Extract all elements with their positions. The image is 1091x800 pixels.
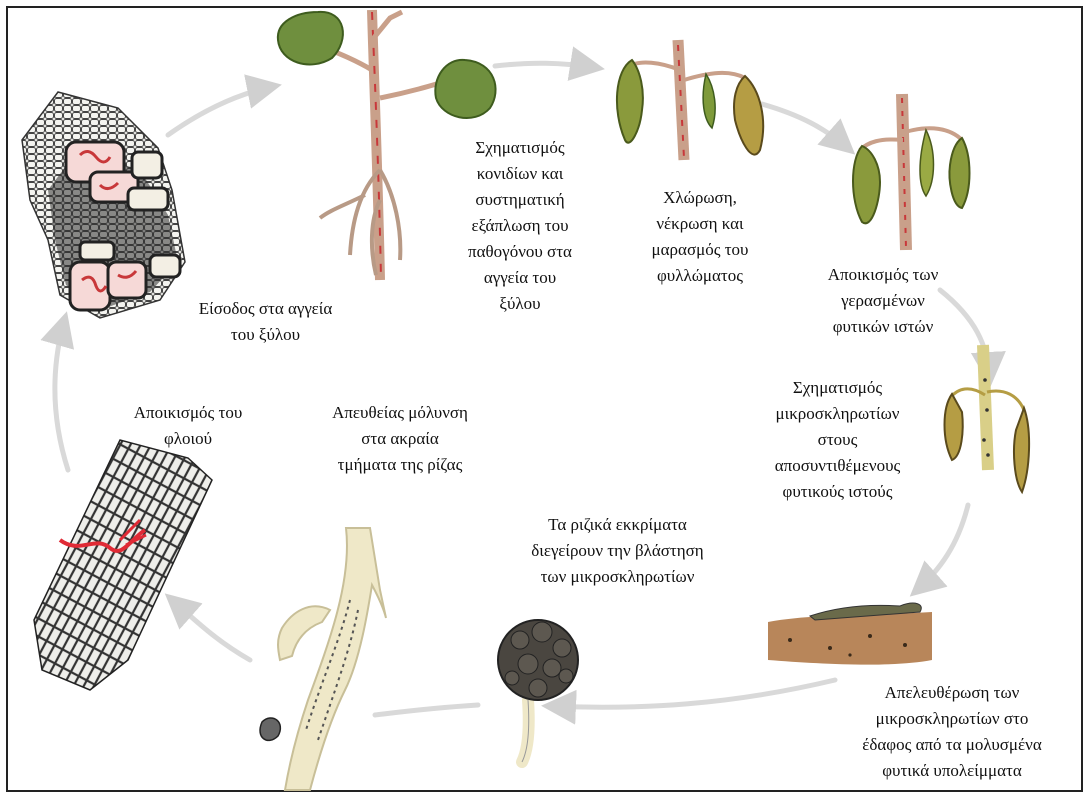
- arrow-soil-to-germination: [548, 680, 835, 707]
- root-infection-illustration: [260, 528, 386, 790]
- soil-residue-illustration: [768, 603, 932, 665]
- arrow-germination-to-root: [375, 705, 478, 715]
- label-chlorosis-wilt: Χλώρωση, νέκρωση και μαρασμός του φυλλώμ…: [630, 185, 770, 289]
- label-senescent-colonization: Αποικισμός των γερασμένων φυτικών ιστών: [808, 262, 958, 340]
- arrow-wilt-to-colonize: [762, 104, 850, 150]
- cortex-colonization-illustration: [34, 440, 212, 690]
- decaying-stem-illustration: [945, 345, 1030, 492]
- label-cortex-colonization: Αποικισμός του φλοιού: [108, 400, 268, 452]
- senescent-plant-illustration: [853, 94, 970, 250]
- label-direct-infection: Απευθείας μόλυνση στα ακραία τμήματα της…: [300, 400, 500, 478]
- arrow-cortex-to-xylem: [55, 318, 68, 470]
- label-release-to-soil: Απελευθέρωση των μικροσκληρωτίων στο έδα…: [828, 680, 1076, 784]
- arrow-plant-to-wilt: [495, 63, 598, 68]
- xylem-cross-section-illustration: [22, 92, 185, 318]
- microsclerotium-illustration: [498, 620, 578, 762]
- label-microsclerotia-formation: Σχηματισμός μικροσκληρωτίων στους αποσυν…: [745, 375, 930, 505]
- label-xylem-entry: Είσοδος στα αγγεία του ξύλου: [168, 296, 363, 348]
- label-root-exudates: Τα ριζικά εκκρίματα διεγείρουν την βλάστ…: [490, 512, 745, 590]
- arrow-root-to-cortex: [170, 598, 250, 660]
- wilting-plant-illustration: [617, 40, 763, 160]
- label-conidia-spread: Σχηματισμός κονιδίων και συστηματική εξά…: [445, 135, 595, 317]
- arrow-microsclerotia-to-soil: [915, 505, 968, 592]
- arrow-xylem-to-plant: [168, 86, 275, 135]
